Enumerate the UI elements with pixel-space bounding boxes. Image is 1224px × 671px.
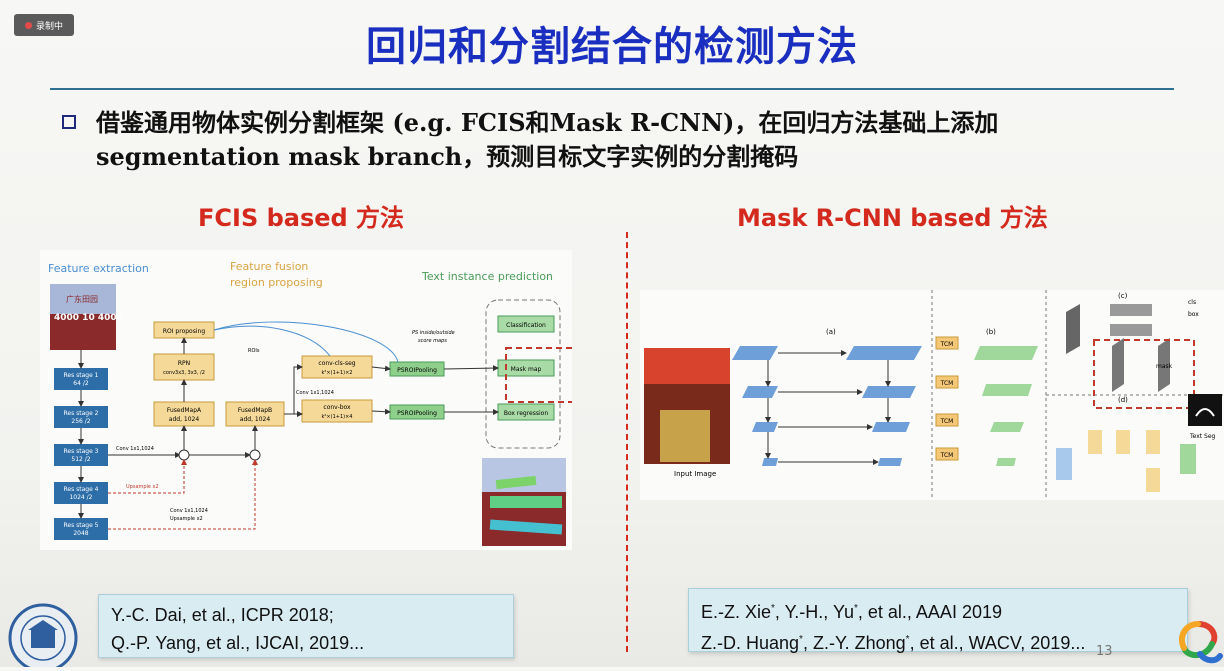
res-stage-5	[54, 518, 108, 540]
ref-xie: E.-Z. Xie*, Y.-H., Yu*, et al., AAAI 201…	[701, 602, 1002, 622]
input-text-1: 广东田园	[66, 294, 98, 304]
title-divider	[50, 88, 1174, 90]
prediction-group	[485, 299, 561, 449]
recording-badge: 录制中	[14, 14, 74, 36]
svg-text:cls: cls	[1188, 299, 1196, 306]
brand-logo-icon	[1172, 614, 1224, 667]
svg-text:Conv 1x1,1024: Conv 1x1,1024	[296, 390, 334, 396]
mask-rcnn-diagram-svg: Input Image (a) (b) (c) (d) TCM TCM	[644, 290, 1224, 500]
record-icon	[24, 21, 32, 29]
svg-text:Box regression: Box regression	[504, 410, 549, 417]
svg-text:(d): (d)	[1118, 396, 1128, 404]
svg-text:64 /2: 64 /2	[73, 380, 89, 387]
fcis-heading: FCIS based 方法	[198, 204, 405, 232]
svg-text:FusedMapA: FusedMapA	[167, 407, 202, 414]
svg-text:Res stage 5: Res stage 5	[63, 522, 98, 529]
mask-map-highlight	[505, 347, 609, 403]
res-stage-4	[54, 482, 108, 504]
svg-text:RPN: RPN	[178, 360, 190, 367]
svg-text:mask: mask	[1156, 363, 1173, 370]
mask-rcnn-references: E.-Z. Xie*, Y.-H., Yu*, et al., AAAI 201…	[688, 588, 1188, 653]
mask-rcnn-heading: Mask R-CNN based 方法	[737, 204, 1048, 232]
svg-text:add, 1024: add, 1024	[240, 416, 271, 423]
input-text-2: 4000 10 4008	[54, 313, 123, 323]
roi-proposing-label: ROI proposing	[163, 328, 205, 335]
svg-text:conv-cls-seg: conv-cls-seg	[318, 360, 355, 367]
rpn-box	[153, 353, 215, 381]
svg-text:2048: 2048	[73, 530, 88, 537]
svg-text:Mask map: Mask map	[511, 366, 542, 373]
svg-text:add, 1024: add, 1024	[169, 416, 200, 423]
text-instance-label: Text instance prediction	[421, 270, 553, 283]
svg-text:(b): (b)	[986, 328, 996, 336]
bullet-line-2: segmentation mask branch，预测目标文字实例的分割掩码	[96, 142, 799, 171]
svg-text:box: box	[1188, 311, 1199, 318]
res-stages: Res stage 1 64 /2 Res stage 2 256 /2 Res…	[54, 350, 108, 540]
svg-text:FusedMapB: FusedMapB	[238, 407, 272, 414]
ref-huang: Z.-D. Huang*, Z.-Y. Zhong*, et al., WACV…	[701, 633, 1086, 653]
svg-text:Res stage 2: Res stage 2	[63, 410, 98, 417]
svg-text:ROIs: ROIs	[248, 348, 260, 354]
svg-text:Res stage 3: Res stage 3	[63, 448, 98, 455]
svg-text:Conv 1x1,1024: Conv 1x1,1024	[116, 446, 154, 452]
bullet-line-1: 借鉴通用物体实例分割框架 (e.g. FCIS和Mask R-CNN)，在回归方…	[96, 108, 999, 137]
tcm-blocks: TCM TCM TCM TCM	[935, 336, 959, 461]
mask-branch-highlight	[1093, 339, 1195, 409]
svg-text:k²×(1+1)×2: k²×(1+1)×2	[322, 370, 353, 376]
column-divider	[626, 232, 628, 652]
svg-text:PSROIPooling: PSROIPooling	[397, 367, 437, 374]
mask-rcnn-diagram: Input Image (a) (b) (c) (d) TCM TCM	[640, 290, 1224, 500]
svg-text:(c): (c)	[1118, 292, 1128, 300]
svg-text:256 /2: 256 /2	[71, 418, 90, 425]
bullet-square-icon	[62, 115, 76, 129]
svg-text:PS inside/outside: PS inside/outside	[412, 330, 455, 336]
svg-text:1024 /2: 1024 /2	[69, 494, 92, 501]
fcis-diagram-svg: Feature extraction Feature fusion region…	[48, 260, 609, 546]
page-number: 13	[1096, 644, 1113, 659]
svg-text:Classification: Classification	[506, 322, 546, 329]
recording-label: 录制中	[35, 21, 63, 32]
svg-text:conv-box: conv-box	[323, 404, 351, 411]
region-proposing-label: region proposing	[230, 276, 323, 289]
feature-extraction-label: Feature extraction	[48, 262, 149, 275]
res-stage-3	[54, 444, 108, 466]
university-seal-logo	[6, 600, 80, 671]
feature-fusion-label: Feature fusion	[230, 260, 308, 273]
svg-text:TCM: TCM	[940, 341, 954, 348]
svg-text:PSROIPooling: PSROIPooling	[397, 410, 437, 417]
fcis-diagram: Feature extraction Feature fusion region…	[40, 250, 609, 550]
svg-text:Text Seg: Text Seg	[1189, 433, 1216, 440]
ref-dai: Y.-C. Dai, et al., ICPR 2018;	[111, 605, 334, 625]
ref-yang: Q.-P. Yang, et al., IJCAI, 2019...	[111, 633, 365, 653]
res-stage-2	[54, 406, 108, 428]
svg-text:Conv 1x1,1024: Conv 1x1,1024	[170, 508, 208, 514]
svg-text:conv3x3, 3x3, /2: conv3x3, 3x3, /2	[163, 370, 205, 376]
svg-text:score maps: score maps	[418, 338, 447, 344]
svg-text:Res stage 1: Res stage 1	[63, 372, 98, 379]
input-image-label: Input Image	[674, 470, 716, 478]
bullet-text: 借鉴通用物体实例分割框架 (e.g. FCIS和Mask R-CNN)，在回归方…	[96, 106, 1136, 174]
svg-text:TCM: TCM	[940, 380, 954, 387]
slide-title: 回归和分割结合的检测方法	[366, 24, 858, 70]
svg-text:512 /2: 512 /2	[71, 456, 90, 463]
svg-text:(a): (a)	[826, 328, 836, 336]
svg-text:Upsample x2: Upsample x2	[126, 484, 159, 490]
svg-text:Res stage 4: Res stage 4	[63, 486, 98, 493]
svg-text:k²×(1+1)×4: k²×(1+1)×4	[322, 414, 353, 420]
fcis-references: Y.-C. Dai, et al., ICPR 2018; Q.-P. Yang…	[98, 594, 514, 658]
classification-box	[497, 315, 555, 333]
svg-text:TCM: TCM	[940, 418, 954, 425]
svg-text:TCM: TCM	[940, 452, 954, 459]
res-stage-1	[54, 368, 108, 390]
svg-text:Upsample x2: Upsample x2	[170, 516, 203, 522]
